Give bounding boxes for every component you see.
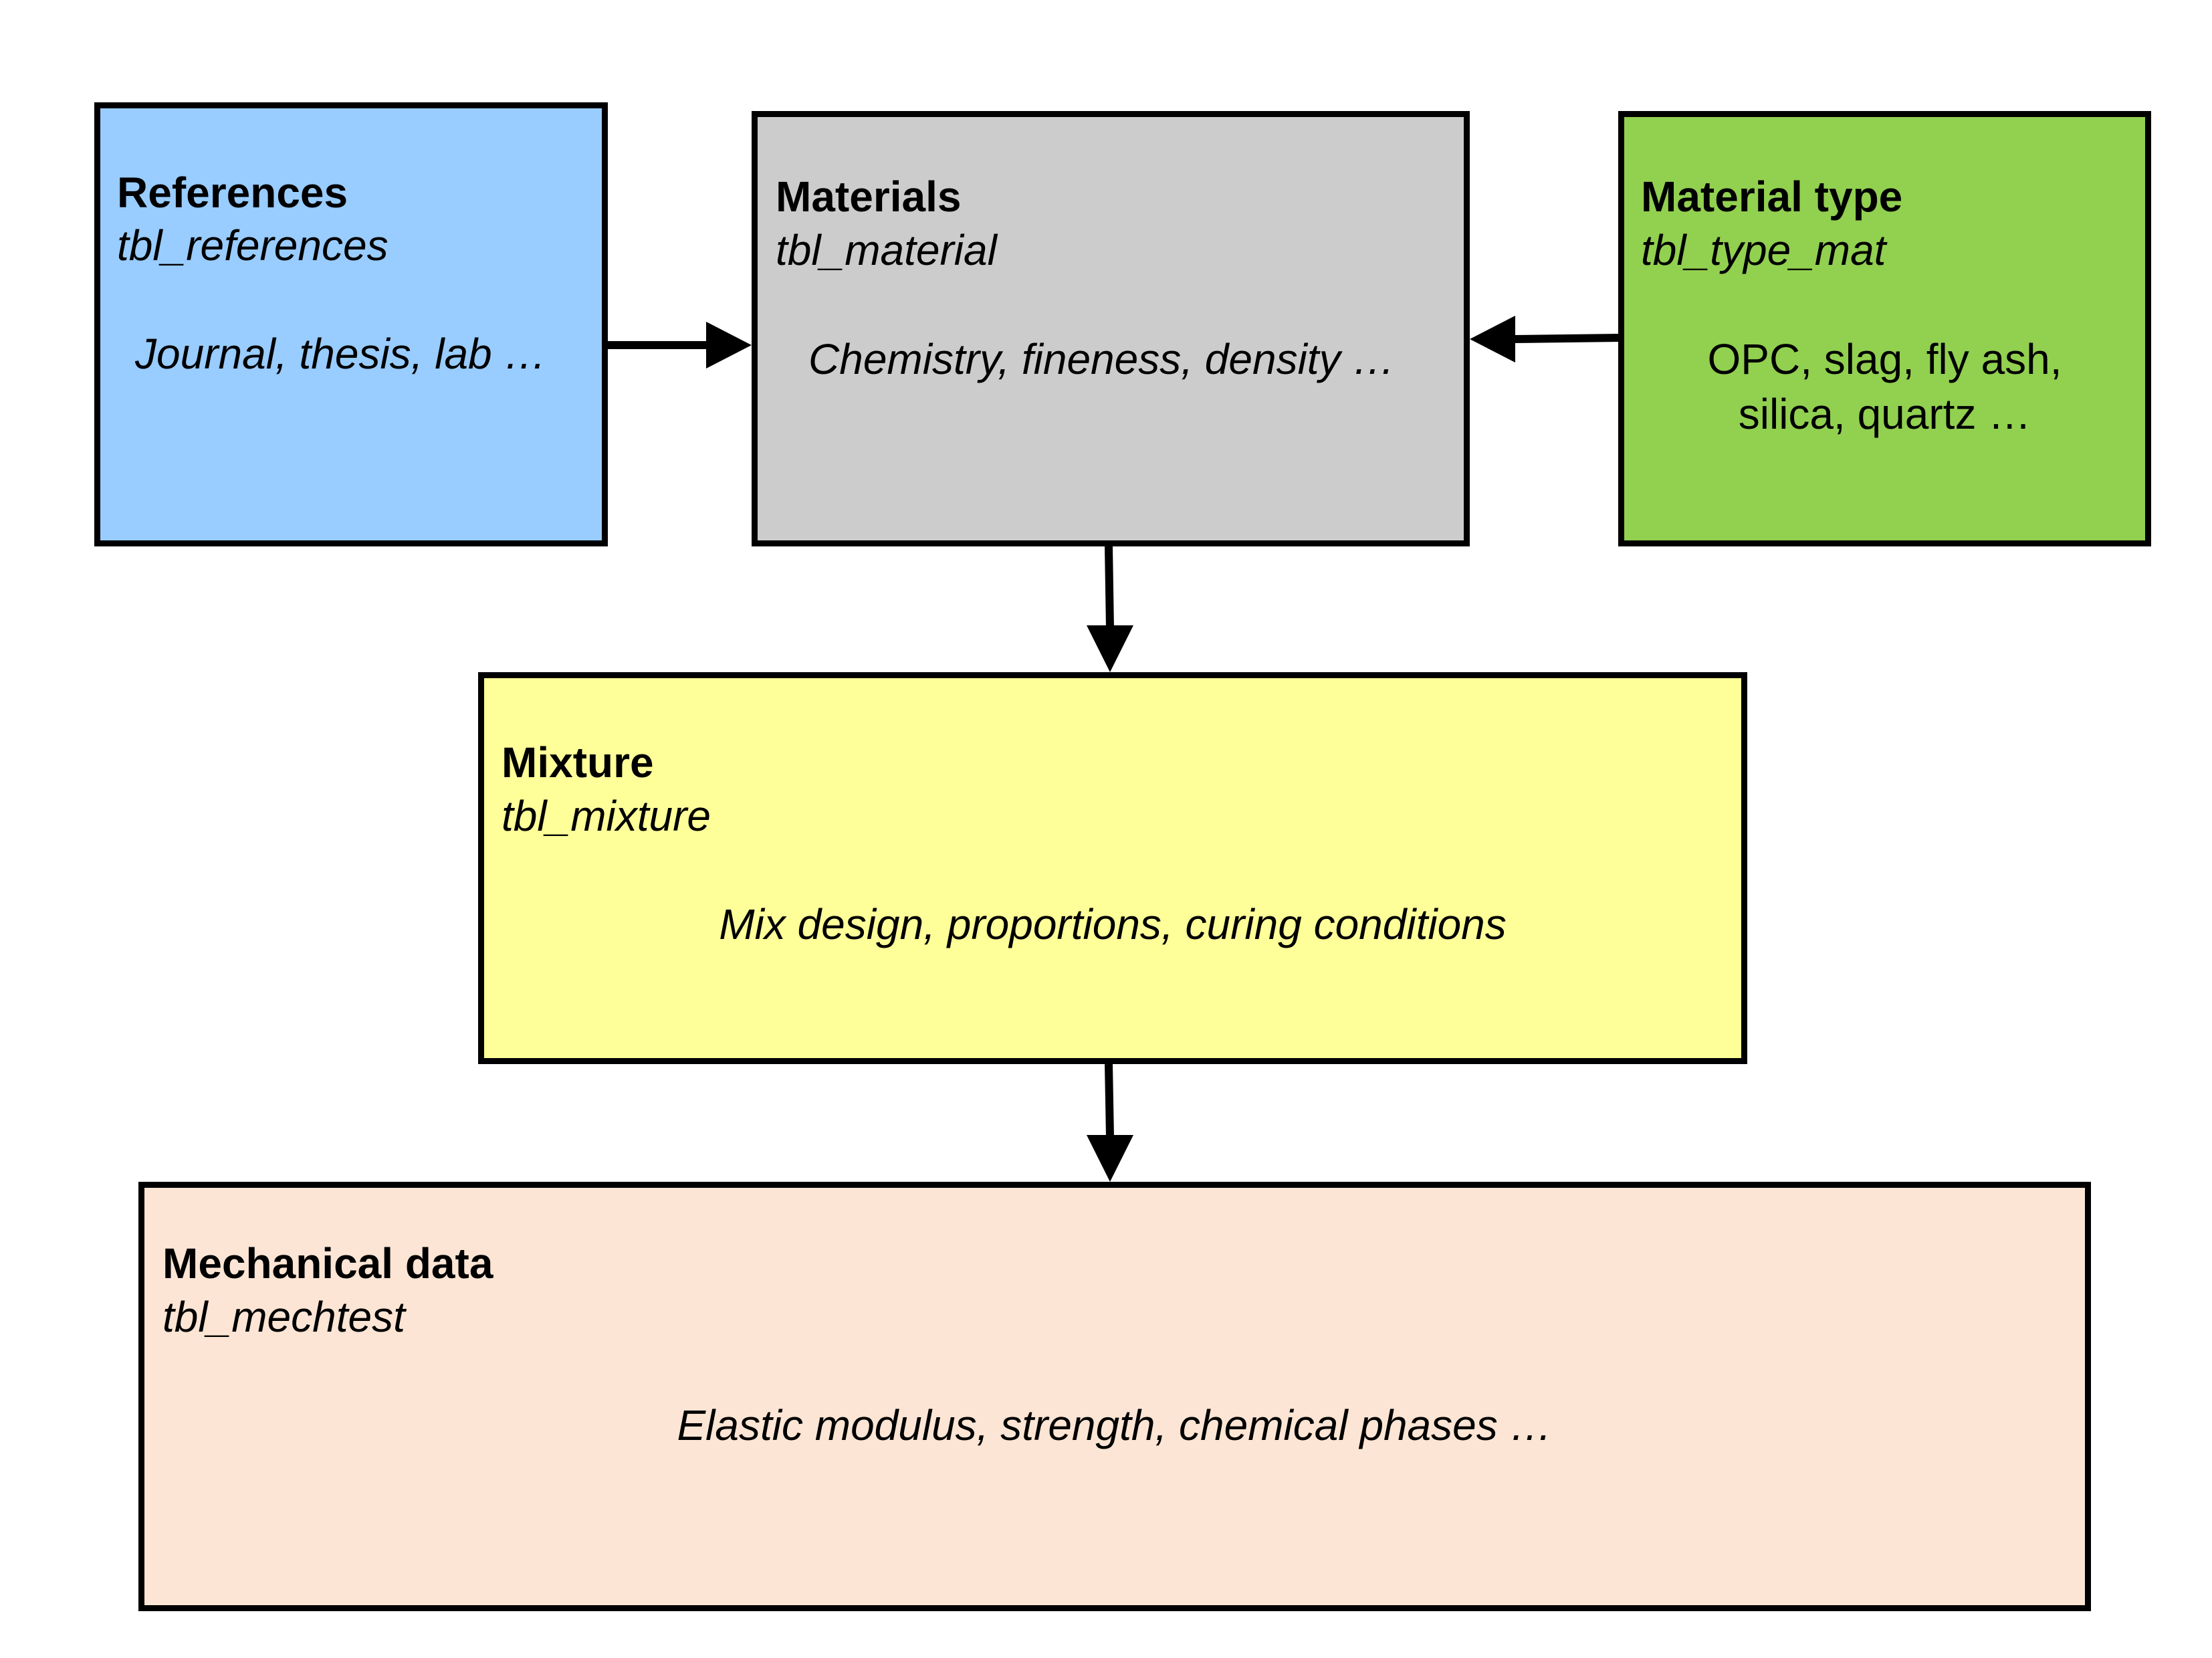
mechanical-data-table-name: tbl_mechtest	[162, 1293, 405, 1341]
materials-title: Materials	[776, 173, 962, 221]
references-description: Journal, thesis, lab …	[135, 330, 547, 378]
materials-table-name: tbl_material	[776, 226, 997, 274]
references-title: References	[117, 169, 348, 217]
material-type-box: Material type tbl_type_mat OPC, slag, fl…	[1618, 111, 2151, 546]
references-box: References tbl_references Journal, thesi…	[94, 102, 608, 546]
mixture-table-name: tbl_mixture	[502, 792, 711, 840]
arrow-materials-to-mixture	[1087, 546, 1133, 672]
mechanical-data-title: Mechanical data	[162, 1239, 493, 1287]
materials-box: Materials tbl_material Chemistry, finene…	[752, 111, 1470, 546]
mixture-title: Mixture	[502, 738, 654, 787]
mixture-description: Mix design, proportions, curing conditio…	[719, 900, 1507, 948]
material-type-description: OPC, slag, fly ash, silica, quartz …	[1624, 332, 2145, 442]
mechanical-data-box: Mechanical data tbl_mechtest Elastic mod…	[138, 1182, 2091, 1611]
arrow-references-to-materials	[608, 322, 752, 369]
arrow-mixture-to-mechanical	[1087, 1063, 1133, 1182]
mechanical-data-description: Elastic modulus, strength, chemical phas…	[677, 1401, 1553, 1449]
mixture-box: Mixture tbl_mixture Mix design, proporti…	[478, 672, 1747, 1064]
material-type-table-name: tbl_type_mat	[1641, 226, 1886, 274]
material-type-description-line-1: OPC, slag, fly ash,	[1707, 335, 2062, 383]
arrow-material-type-to-materials	[1470, 316, 1619, 362]
material-type-title: Material type	[1641, 173, 1903, 221]
material-type-description-line-2: silica, quartz …	[1738, 389, 2031, 438]
materials-description: Chemistry, fineness, density …	[808, 335, 1396, 383]
references-table-name: tbl_references	[117, 221, 389, 270]
